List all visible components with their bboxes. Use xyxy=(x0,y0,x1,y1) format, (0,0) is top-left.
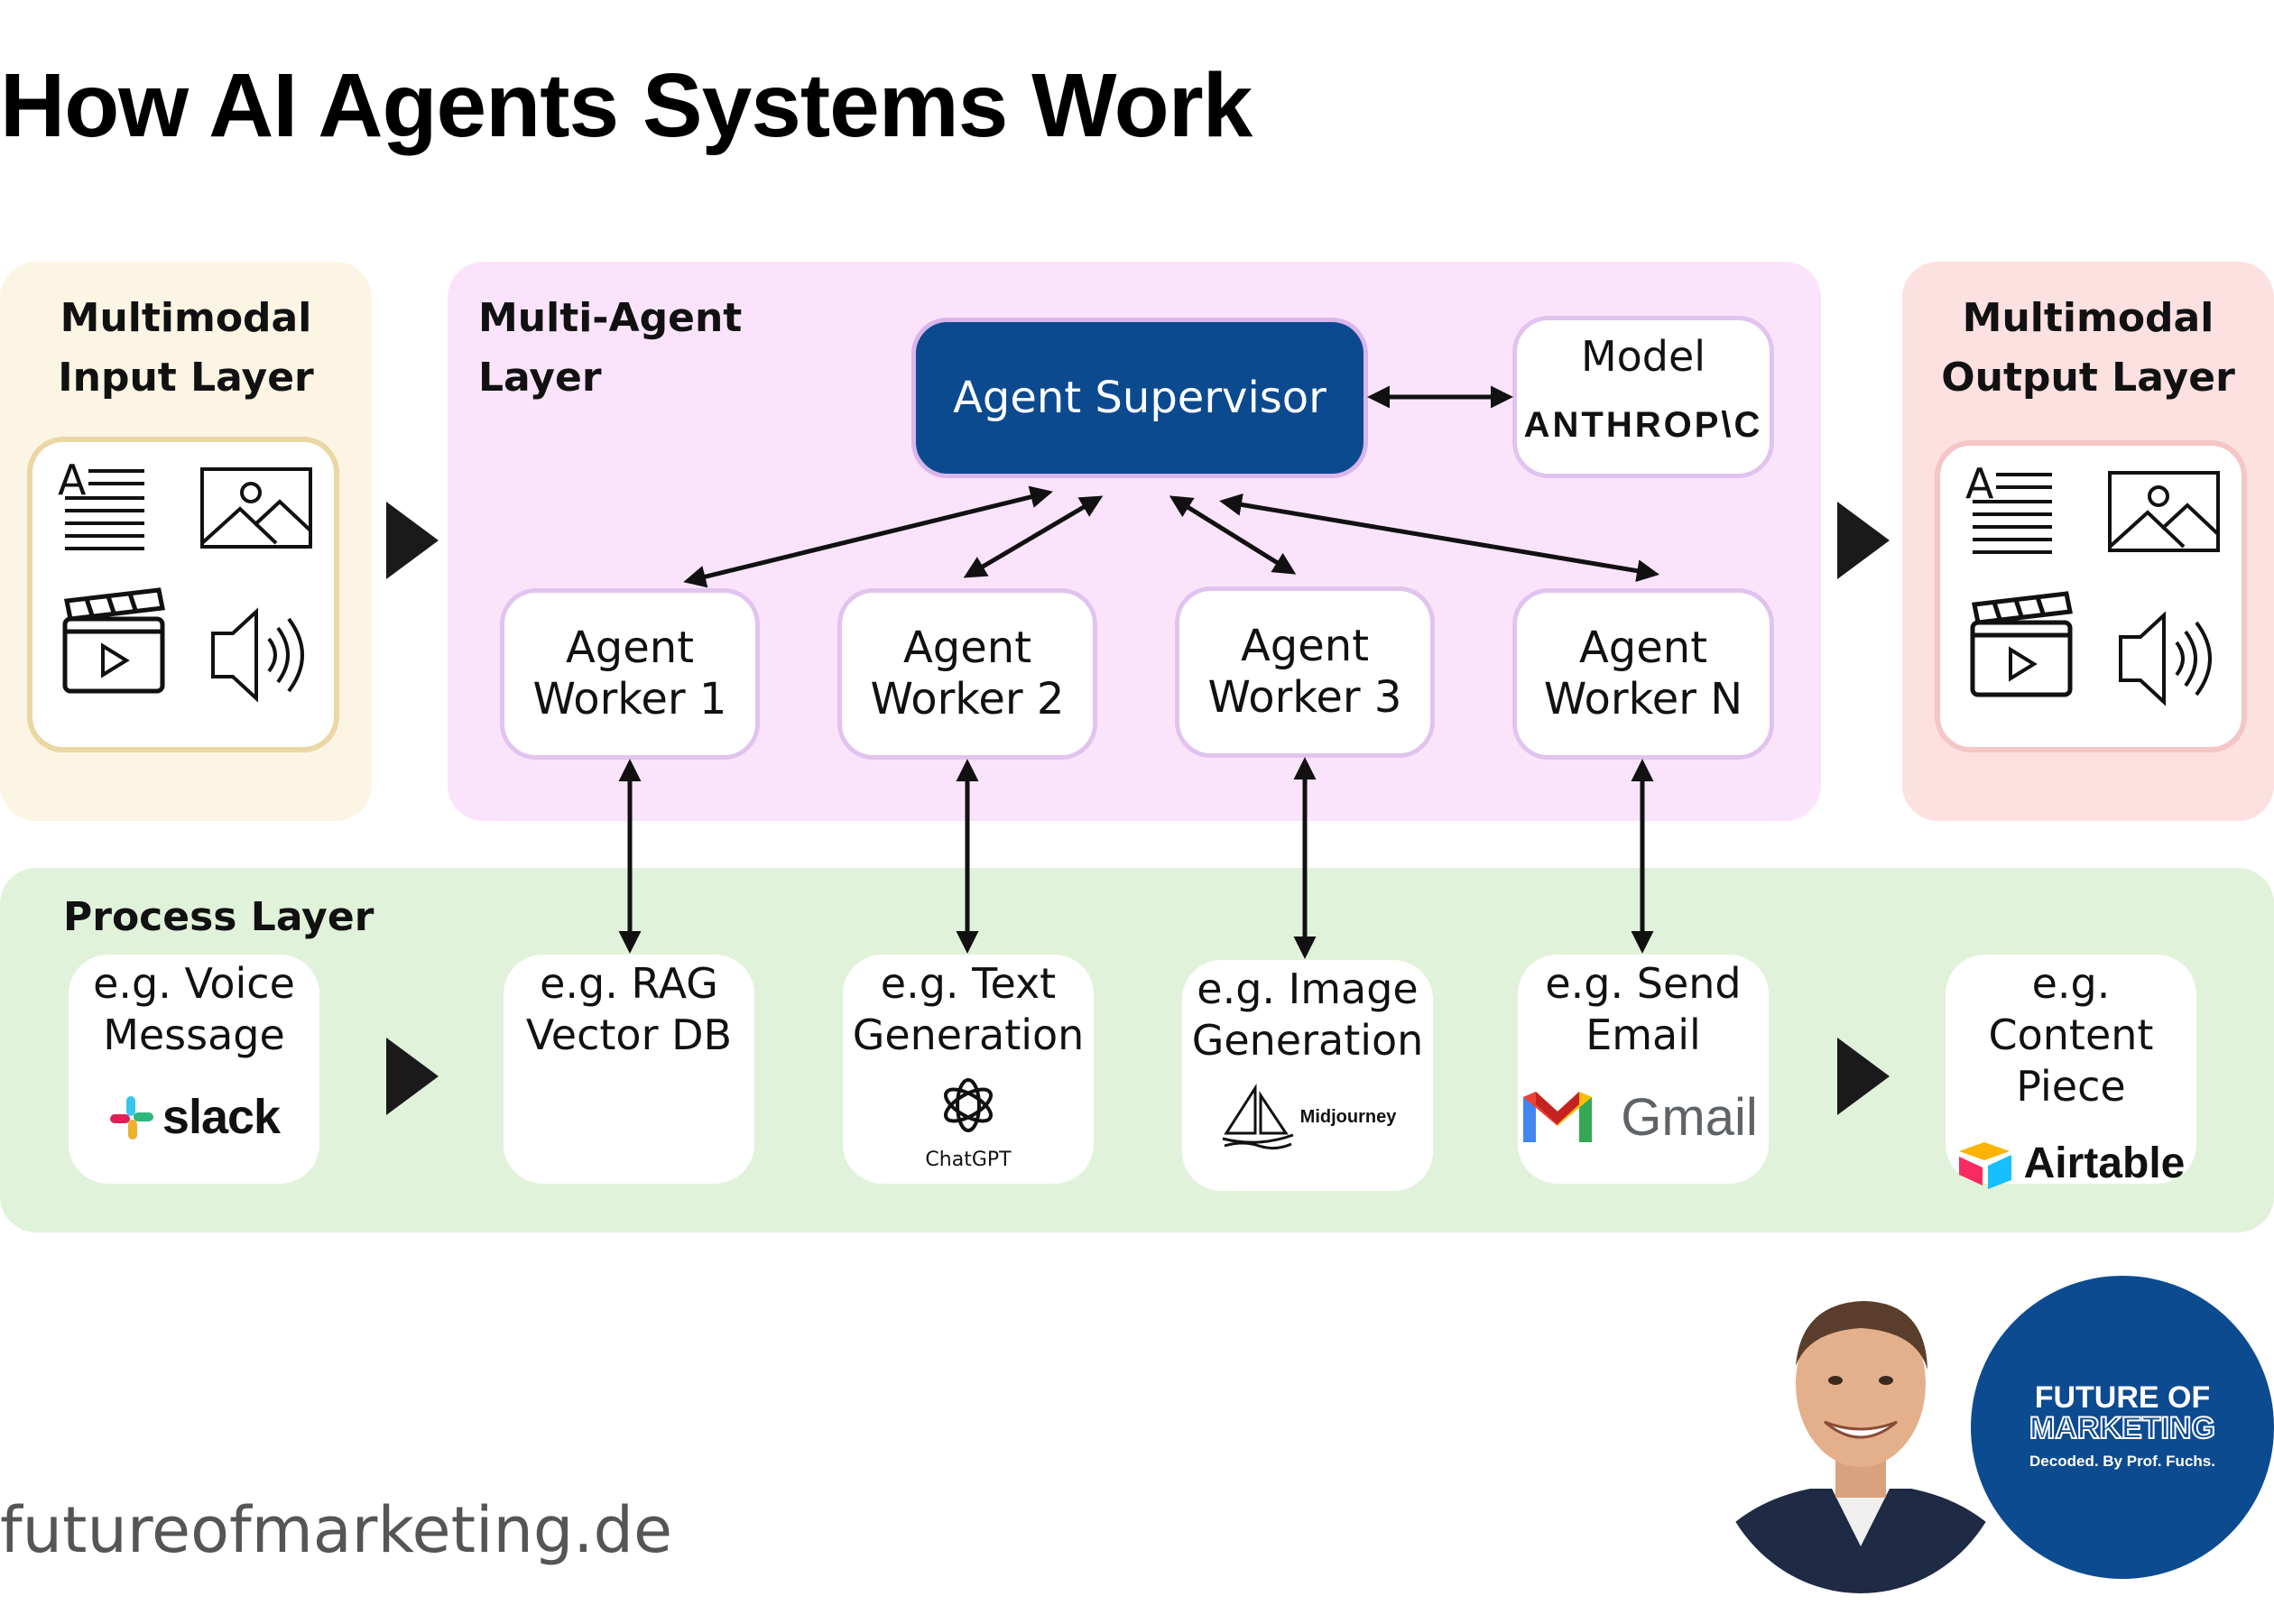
agent-worker-3-node: Agent Worker 3 xyxy=(1175,586,1435,758)
badge-line-2: MARKETING xyxy=(2029,1411,2216,1445)
person-photo xyxy=(1711,1276,2011,1593)
input-layer-panel: Multimodal Input Layer A xyxy=(0,262,372,821)
flow-arrow-email-to-content xyxy=(1837,1038,1890,1115)
multi-agent-layer-title: Multi-Agent Layer xyxy=(478,295,743,401)
chatgpt-logo: ChatGPT xyxy=(843,1074,1094,1172)
speaker-icon xyxy=(2119,611,2212,706)
slack-mark-icon xyxy=(109,1095,153,1140)
model-label: Model xyxy=(1580,332,1706,381)
midjourney-logo: Midjourney xyxy=(1182,1083,1433,1151)
process-layer-title: Process Layer xyxy=(63,894,374,940)
slack-logo: slack xyxy=(69,1092,319,1143)
future-of-marketing-badge: FUTURE OF MARKETING Decoded. By Prof. Fu… xyxy=(1971,1276,2274,1579)
page-title: How AI Agents Systems Work xyxy=(0,55,1253,156)
airtable-mark-icon xyxy=(1958,1141,2011,1189)
text-document-icon: A xyxy=(58,456,144,550)
process-item-rag-vector-db: e.g. RAG Vector DB xyxy=(504,955,754,1184)
video-clapper-icon xyxy=(1970,591,2073,697)
agent-worker-1-node: Agent Worker 1 xyxy=(500,588,760,760)
input-icons-svg: A xyxy=(58,456,312,703)
process-item-send-email: e.g. Send Email Gmail xyxy=(1518,955,1769,1184)
video-clapper-icon xyxy=(62,587,165,694)
agent-worker-2-node: Agent Worker 2 xyxy=(837,588,1097,760)
openai-knot-icon xyxy=(944,1078,993,1132)
image-icon xyxy=(2108,471,2220,552)
process-item-voice-message: e.g. Voice Message slack xyxy=(69,955,319,1184)
output-layer-panel: Multimodal Output Layer A xyxy=(1902,262,2274,821)
image-icon xyxy=(200,467,312,549)
midjourney-boat-icon xyxy=(1222,1083,1294,1150)
text-document-icon: A xyxy=(1965,459,2052,554)
input-layer-title: Multimodal Input Layer xyxy=(58,295,314,401)
footer-url[interactable]: futureofmarketing.de xyxy=(0,1493,673,1567)
gmail-m-icon xyxy=(1523,1092,1593,1142)
badge-line-1: FUTURE OF xyxy=(2034,1380,2211,1415)
airtable-logo: Airtable xyxy=(1946,1138,2196,1189)
flow-arrow-input-to-agents xyxy=(386,502,439,579)
process-item-image-generation: e.g. Image Generation Midjourney xyxy=(1182,960,1433,1191)
gmail-logo: Gmail xyxy=(1509,1088,1769,1146)
agent-supervisor-node: Agent Supervisor xyxy=(911,318,1368,478)
process-item-text-generation: e.g. Text Generation ChatGPT xyxy=(843,955,1094,1184)
speaker-icon xyxy=(211,607,304,703)
process-layer-panel: Process Layer xyxy=(0,868,2274,1232)
flow-arrow-voice-to-rag xyxy=(386,1038,439,1115)
input-media-icons: A xyxy=(27,437,339,752)
agent-worker-n-node: Agent Worker N xyxy=(1512,588,1774,760)
flow-arrow-agents-to-output xyxy=(1837,502,1890,579)
output-media-icons: A xyxy=(1935,440,2247,752)
model-node: Model ANTHROP\C xyxy=(1512,316,1774,478)
output-layer-title: Multimodal Output Layer xyxy=(1941,295,2235,401)
output-icons-svg: A xyxy=(1965,459,2220,706)
anthropic-logo: ANTHROP\C xyxy=(1523,405,1763,445)
agent-supervisor-label: Agent Supervisor xyxy=(953,372,1326,423)
process-item-content-piece: e.g. Content Piece Airtable xyxy=(1946,955,2196,1189)
badge-line-3: Decoded. By Prof. Fuchs. xyxy=(2029,1453,2215,1470)
person-illustration xyxy=(1711,1301,2011,1593)
